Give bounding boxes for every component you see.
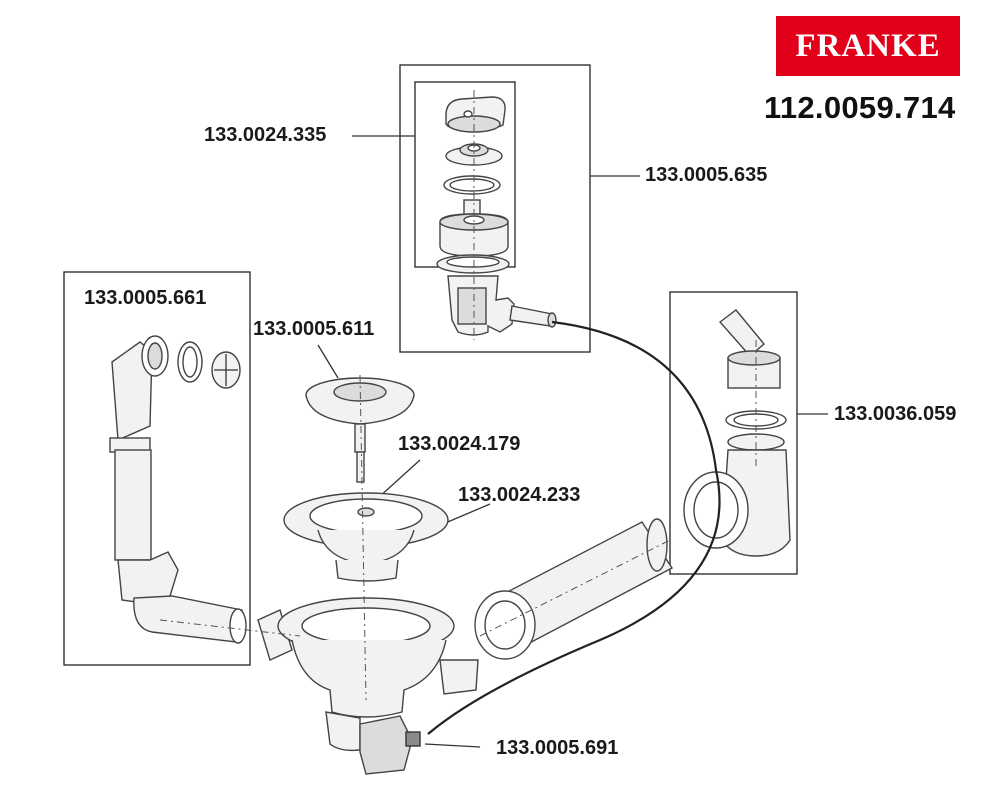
part-label-133-0036-059: 133.0036.059 xyxy=(834,403,957,425)
strainer-flange-icon xyxy=(283,492,449,582)
part-label-133-0005-661: 133.0005.661 xyxy=(84,287,207,309)
box-133-0005-635 xyxy=(399,64,591,353)
leader-p4 xyxy=(317,344,339,379)
overflow-pipe-icon xyxy=(109,335,247,644)
box-133-0036-059 xyxy=(669,291,798,575)
part-label-133-0024-179: 133.0024.179 xyxy=(398,433,521,455)
box-133-0005-661 xyxy=(63,271,251,666)
leader-p6 xyxy=(442,503,491,525)
centerline-connecting-pipe xyxy=(479,539,671,637)
logo-text: FRANKE xyxy=(795,27,941,64)
overflow-body-icon xyxy=(447,275,557,336)
part-label-133-0005-611: 133.0005.611 xyxy=(253,318,375,340)
part-label-133-0005-691: 133.0005.691 xyxy=(496,737,619,759)
siphon-connector-icon xyxy=(683,309,791,557)
centerline-strainer xyxy=(359,374,367,701)
part-label-133-0024-335: 133.0024.335 xyxy=(204,124,327,146)
bowden-cable xyxy=(427,320,721,735)
leader-p8 xyxy=(424,743,481,748)
overflow-flange-icon xyxy=(436,254,510,274)
model-number: 112.0059.714 xyxy=(764,90,956,125)
part-label-133-0024-233: 133.0024.233 xyxy=(458,484,581,506)
connecting-pipe-icon xyxy=(474,518,674,660)
centerline-overflow-pipe xyxy=(159,619,301,637)
part-label-133-0005-635: 133.0005.635 xyxy=(645,164,768,186)
knob-o-ring-icon xyxy=(443,175,501,195)
franke-logo: FRANKE xyxy=(776,16,960,76)
overflow-knob-icon xyxy=(445,96,506,133)
knob-washer-icon xyxy=(445,143,503,166)
drain-body-icon xyxy=(257,597,479,775)
